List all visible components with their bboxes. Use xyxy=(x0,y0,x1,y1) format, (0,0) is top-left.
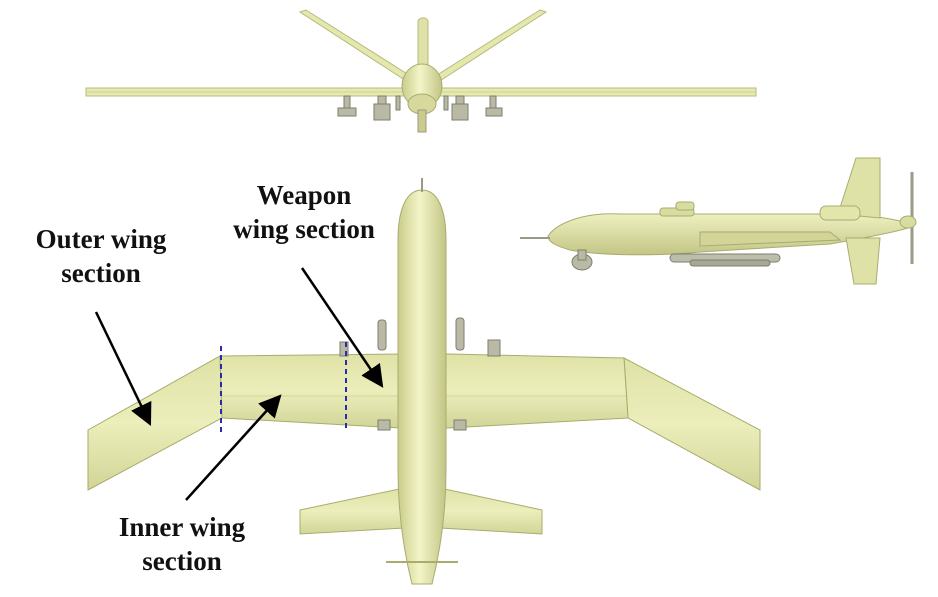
outer-label-line1: Outer wing xyxy=(35,224,167,254)
outer-label-line2: section xyxy=(61,258,141,288)
right-outer-wing xyxy=(623,357,761,491)
inner-wing-section-label: Inner wing section xyxy=(88,510,276,578)
fuselage xyxy=(397,189,447,585)
inner-label-line2: section xyxy=(142,546,222,576)
inner-wing-arrow xyxy=(185,394,282,501)
front-view xyxy=(85,9,757,133)
inner-label-line1: Inner wing xyxy=(118,512,246,542)
side-view xyxy=(520,157,917,285)
weapon-label-line1: Weapon xyxy=(256,180,352,210)
weapon-wing-arrow xyxy=(300,267,384,388)
outer-wing-arrow xyxy=(94,311,152,427)
weapon-wing-section-label: Weapon wing section xyxy=(206,178,402,246)
top-view xyxy=(87,178,761,585)
horizontal-tail xyxy=(299,487,405,535)
outer-wing-section-label: Outer wing section xyxy=(8,222,194,290)
callout-arrows xyxy=(94,267,384,501)
left-outer-wing xyxy=(87,355,223,491)
weapon-label-line2: wing section xyxy=(233,214,375,244)
